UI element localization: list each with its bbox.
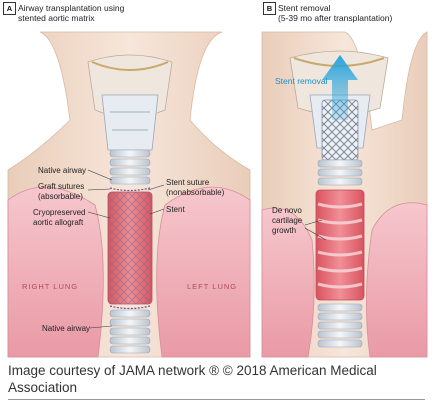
panel-b-title-line2: (5-39 mo after transplantation)	[278, 13, 393, 23]
larynx	[101, 94, 159, 151]
image-caption: Image courtesy of JAMA network ® © 2018 …	[8, 363, 377, 395]
label-de-novo-1: De novo	[272, 206, 302, 215]
panel-a-title-line2: stented aortic matrix	[18, 13, 95, 23]
label-left-lung: LEFT LUNG	[187, 282, 238, 291]
label-cryopreserved: Cryopreserved	[33, 208, 86, 217]
label-stent-suture-2: (nonabsorbable)	[166, 188, 225, 197]
label-graft-sutures-1: Graft sutures	[38, 182, 85, 191]
panel-b-title: Stent removal (5-39 mo after transplanta…	[278, 3, 392, 23]
panel-b-title-line1: Stent removal	[278, 3, 331, 13]
label-de-novo-3: growth	[272, 226, 297, 235]
airway-illustration	[7, 31, 428, 358]
native-rings-bottom	[109, 309, 151, 354]
native-rings-top	[109, 149, 151, 185]
panel-a-title-line1: Airway transplantation using	[18, 3, 125, 13]
panel-a-tag: A	[3, 2, 16, 15]
caption-divider	[8, 399, 425, 400]
lung-b-left	[366, 202, 428, 358]
native-rings-bottom-b	[317, 303, 363, 348]
panel-b-drawing	[261, 31, 428, 358]
label-native-airway-bottom: Native airway	[42, 324, 91, 333]
label-stent-suture-1: Stent suture	[166, 178, 210, 187]
label-stent-removal: Stent removal	[275, 76, 328, 86]
de-novo-cartilage-bands	[317, 202, 363, 289]
panel-b-tag: B	[263, 2, 276, 15]
right-lung-shape	[7, 186, 104, 358]
regenerated-graft	[315, 189, 365, 301]
stent-removal-arrow	[322, 55, 358, 120]
graft-suture-top	[109, 187, 151, 192]
label-aortic-allograft: aortic allograft	[33, 218, 84, 227]
label-right-lung: RIGHT LUNG	[22, 282, 79, 291]
left-lung-shape	[156, 186, 251, 358]
graft-suture-bottom	[109, 305, 151, 310]
panel-a-title: Airway transplantation using stented aor…	[18, 3, 124, 23]
label-de-novo-2: cartilage	[272, 216, 303, 225]
lung-b-right	[261, 207, 315, 358]
stent-mesh	[108, 192, 152, 304]
label-graft-sutures-2: (absorbable)	[38, 192, 83, 201]
panel-a-drawing	[7, 31, 251, 358]
label-stent: Stent	[166, 205, 185, 214]
label-native-airway-top: Native airway	[38, 166, 87, 175]
native-rings-top-b	[317, 159, 363, 186]
